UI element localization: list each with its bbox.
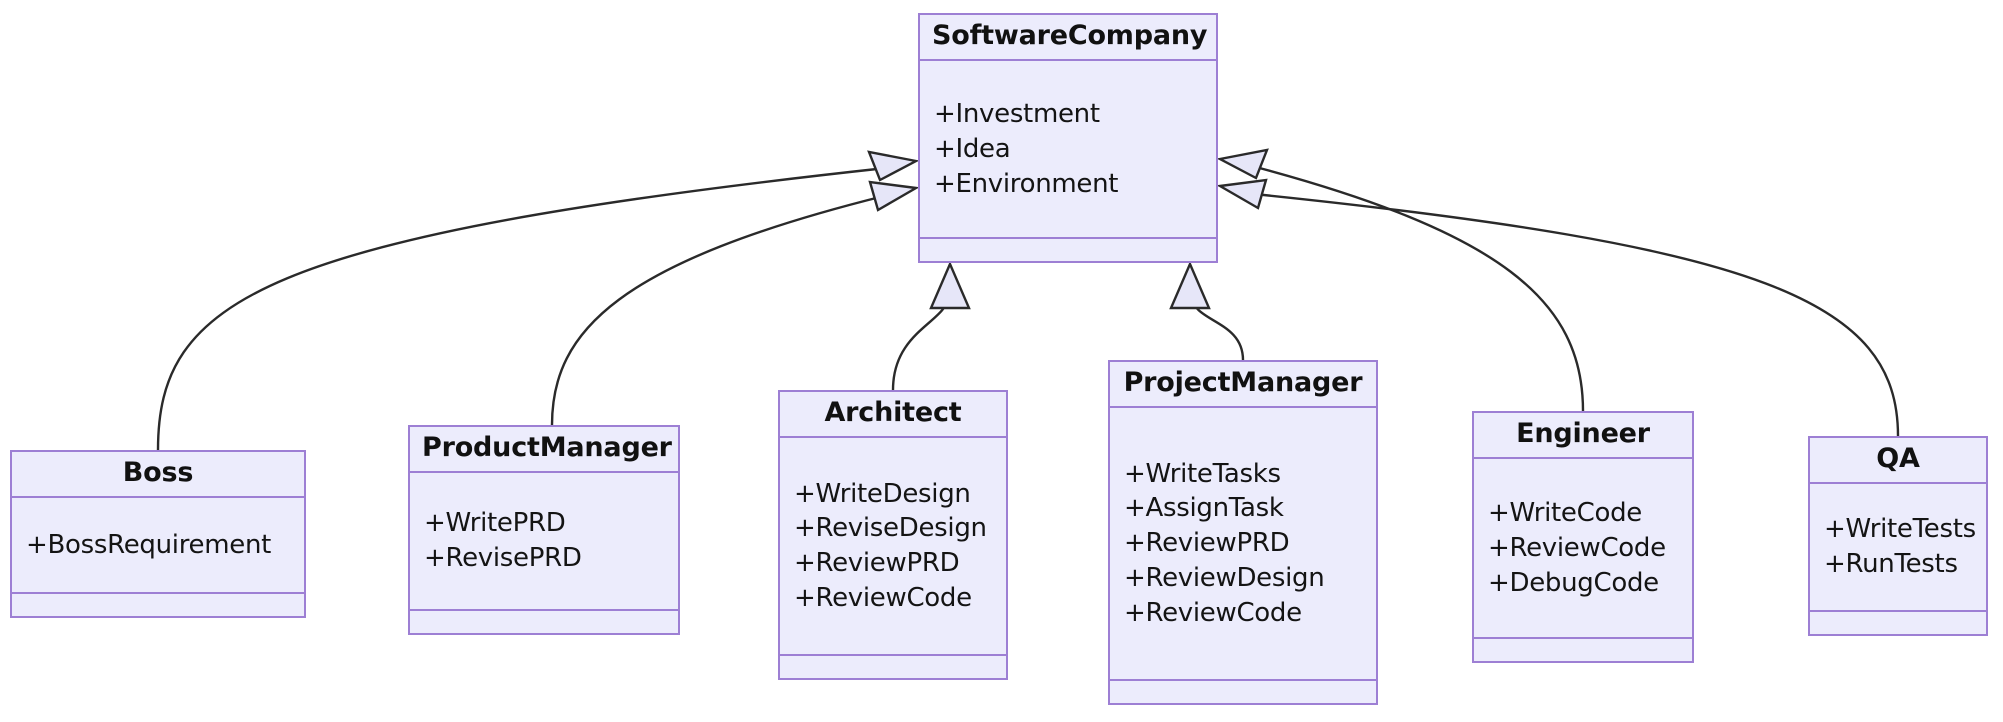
- class-methods-engineer: [1474, 639, 1692, 661]
- class-title-architect: Architect: [780, 392, 1006, 439]
- edge-productmanager-to-softwarecompany: [550, 180, 920, 426]
- class-attribute: +Investment: [934, 98, 1100, 129]
- class-title-engineer: Engineer: [1474, 413, 1692, 460]
- class-attribute: +WriteCode: [1488, 497, 1642, 528]
- class-attributes-architect: +WriteDesign +ReviseDesign +ReviewPRD +R…: [780, 438, 1006, 656]
- class-attribute: +DebugCode: [1488, 567, 1659, 598]
- class-box-software-company[interactable]: SoftwareCompany +Investment +Idea +Envir…: [918, 13, 1218, 263]
- class-attributes-qa: +WriteTests +RunTests: [1810, 484, 1986, 612]
- edge-projectmanager-to-softwarecompany: [1169, 260, 1245, 361]
- class-attribute: +WriteTasks: [1124, 458, 1281, 489]
- class-attribute: +ReviewPRD: [794, 548, 960, 579]
- class-methods-qa: [1810, 612, 1986, 634]
- class-attribute: +ReviewCode: [794, 583, 972, 613]
- class-attribute: +Environment: [934, 168, 1119, 199]
- class-methods-product-manager: [410, 611, 678, 633]
- class-box-qa[interactable]: QA +WriteTests +RunTests: [1808, 436, 1988, 636]
- class-methods-architect: [780, 656, 1006, 678]
- class-attribute: +WriteDesign: [794, 478, 971, 509]
- class-attribute: +ReviewDesign: [1124, 563, 1325, 594]
- class-attributes-software-company: +Investment +Idea +Environment: [920, 61, 1216, 239]
- class-box-product-manager[interactable]: ProductManager +WritePRD +RevisePRD: [408, 425, 680, 635]
- class-attribute: +AssignTask: [1124, 493, 1284, 524]
- class-attribute: +Idea: [934, 133, 1011, 164]
- class-attributes-boss: +BossRequirement: [12, 498, 304, 594]
- edge-architect-to-softwarecompany: [891, 260, 971, 391]
- class-attribute: +WriteTests: [1824, 514, 1976, 545]
- class-attributes-engineer: +WriteCode +ReviewCode +DebugCode: [1474, 459, 1692, 639]
- class-title-qa: QA: [1810, 438, 1986, 485]
- class-box-boss[interactable]: Boss +BossRequirement: [10, 450, 306, 618]
- class-attribute: +ReviewCode: [1488, 532, 1666, 563]
- class-box-engineer[interactable]: Engineer +WriteCode +ReviewCode +DebugCo…: [1472, 411, 1694, 663]
- class-title-project-manager: ProjectManager: [1110, 362, 1376, 409]
- class-box-project-manager[interactable]: ProjectManager +WriteTasks +AssignTask +…: [1108, 360, 1378, 705]
- class-title-software-company: SoftwareCompany: [920, 15, 1216, 62]
- class-methods-project-manager: [1110, 681, 1376, 703]
- class-attribute: +ReviewCode: [1124, 597, 1302, 628]
- class-attribute: +WritePRD: [424, 508, 566, 539]
- class-methods-boss: [12, 594, 304, 616]
- class-methods-software-company: [920, 239, 1216, 261]
- class-box-architect[interactable]: Architect +WriteDesign +ReviseDesign +Re…: [778, 390, 1008, 680]
- class-attribute: +ReviseDesign: [794, 513, 987, 544]
- class-title-boss: Boss: [12, 452, 304, 499]
- class-attribute: +RevisePRD: [424, 543, 582, 574]
- class-attribute: +ReviewPRD: [1124, 528, 1290, 559]
- class-attribute: +BossRequirement: [26, 529, 272, 560]
- class-title-product-manager: ProductManager: [410, 427, 678, 474]
- class-attribute: +RunTests: [1824, 549, 1958, 580]
- class-attributes-product-manager: +WritePRD +RevisePRD: [410, 473, 678, 611]
- class-attributes-project-manager: +WriteTasks +AssignTask +ReviewPRD +Revi…: [1110, 408, 1376, 681]
